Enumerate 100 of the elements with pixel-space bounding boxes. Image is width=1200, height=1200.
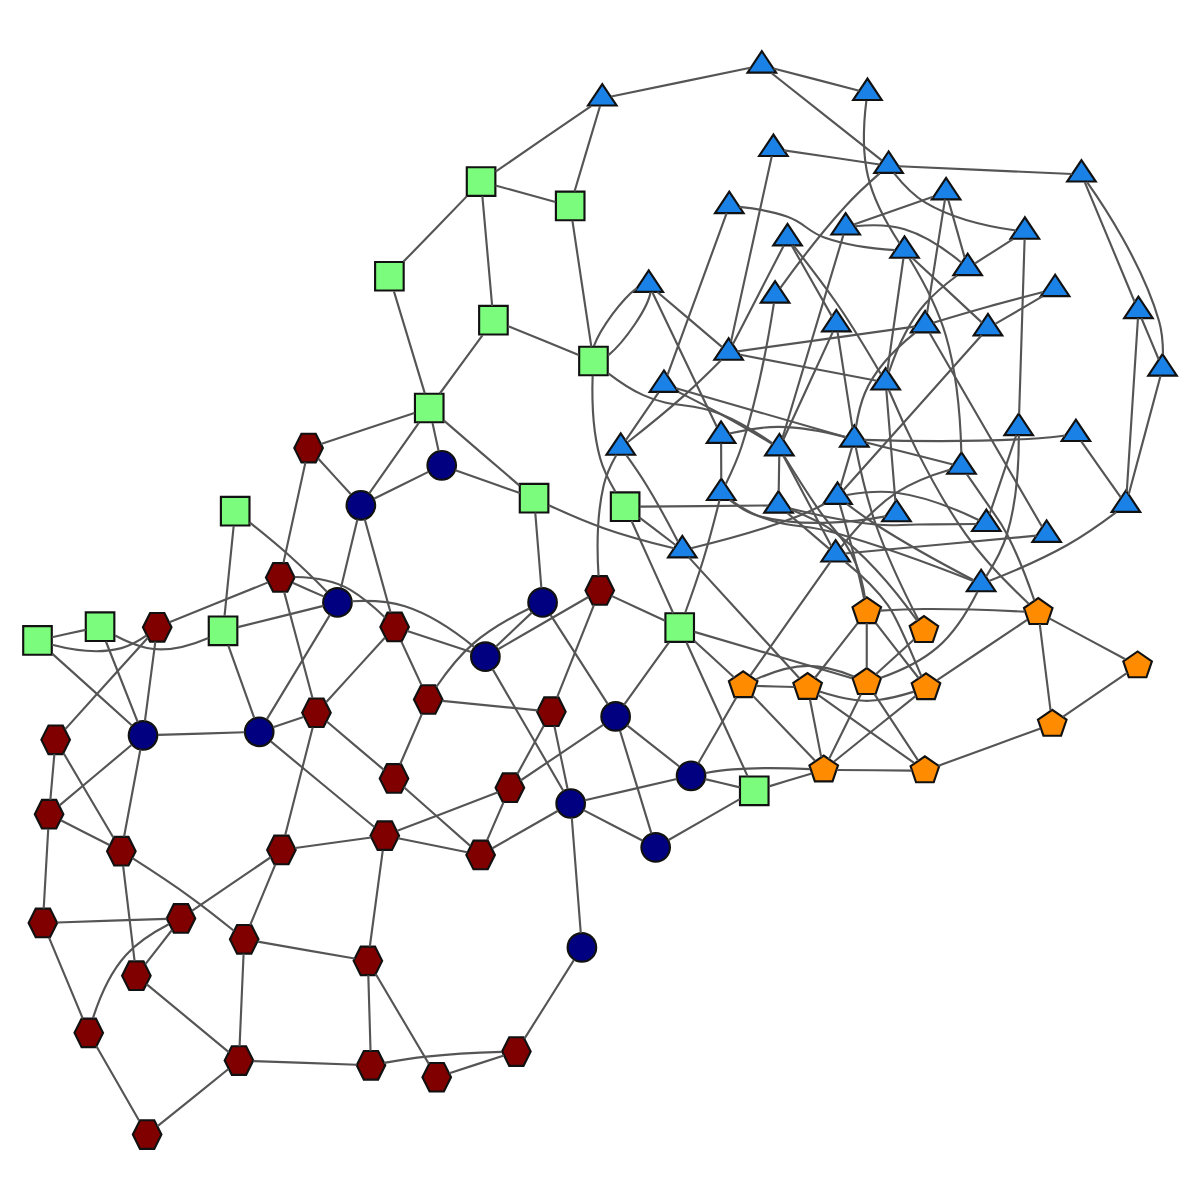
- node-hexagon: [369, 820, 401, 851]
- node-triangle: [1065, 158, 1098, 183]
- node-triangle: [971, 311, 1005, 337]
- connector: [630, 520, 675, 614]
- connector: [836, 331, 854, 428]
- node-hexagon: [379, 611, 411, 643]
- node-box: [22, 625, 53, 656]
- connector: [495, 184, 556, 203]
- connector: [556, 604, 595, 698]
- connector: [283, 591, 314, 699]
- node-hexagon: [27, 907, 59, 939]
- node-box: [518, 482, 550, 514]
- node-circle: [243, 716, 275, 748]
- connector: [553, 726, 569, 790]
- node-triangle: [851, 76, 884, 102]
- connector: [491, 809, 559, 850]
- node-hexagon: [264, 562, 296, 593]
- connector: [481, 195, 494, 306]
- node-triangle: [1008, 215, 1042, 240]
- connector: [368, 421, 420, 494]
- node-box: [738, 775, 770, 807]
- connector: [688, 556, 801, 680]
- node-hexagon: [120, 960, 152, 992]
- connector: [844, 534, 1037, 555]
- connector: [886, 258, 905, 371]
- connector: [396, 791, 499, 832]
- connector: [704, 778, 741, 789]
- node-circle: [322, 587, 353, 618]
- node-triangle: [1030, 518, 1063, 543]
- connector: [651, 291, 718, 428]
- connector: [783, 149, 880, 166]
- node-hexagon: [165, 903, 197, 934]
- connector: [122, 865, 136, 961]
- node-triangle: [821, 480, 854, 505]
- connector: [248, 521, 328, 593]
- node-box: [413, 392, 445, 424]
- connector: [253, 1060, 357, 1066]
- connector: [724, 302, 775, 485]
- node-triangle: [888, 234, 921, 259]
- connector: [749, 560, 832, 676]
- node-triangle: [762, 489, 795, 514]
- connector: [623, 641, 670, 706]
- connector: [865, 441, 954, 466]
- connector: [684, 499, 721, 614]
- node-pentagon: [851, 666, 883, 696]
- connector: [875, 622, 920, 679]
- connector: [782, 331, 834, 441]
- connector: [266, 614, 331, 720]
- connector: [697, 696, 738, 764]
- node-triangle: [666, 534, 699, 559]
- connector: [885, 389, 897, 502]
- connector: [936, 619, 1028, 682]
- connector: [752, 695, 816, 762]
- node-triangle: [908, 308, 942, 334]
- connector: [731, 245, 785, 345]
- node-triangle: [1146, 352, 1179, 377]
- node-triangle: [1122, 294, 1155, 320]
- connector: [626, 724, 680, 768]
- node-hexagon: [352, 945, 384, 977]
- connector: [893, 172, 1017, 232]
- connector: [392, 291, 426, 394]
- connector: [95, 1045, 140, 1121]
- node-hexagon: [223, 1045, 255, 1076]
- connector: [729, 499, 886, 524]
- node-hexagon: [131, 1119, 163, 1150]
- connector: [842, 334, 983, 492]
- node-hexagon: [535, 696, 567, 728]
- node-pentagon: [808, 754, 840, 783]
- connector: [846, 490, 980, 522]
- node-pentagon: [727, 670, 759, 699]
- connector: [739, 205, 896, 252]
- connector: [373, 470, 429, 500]
- connector: [591, 375, 617, 493]
- connector: [320, 411, 415, 445]
- connector: [497, 596, 589, 651]
- connector: [607, 291, 652, 357]
- connector: [402, 195, 468, 263]
- connector: [988, 511, 1117, 583]
- node-triangle: [704, 419, 738, 444]
- connector: [768, 772, 813, 788]
- node-hexagon: [265, 834, 297, 866]
- connector: [284, 727, 314, 836]
- connector: [91, 923, 170, 1019]
- connector: [947, 199, 966, 258]
- connector: [227, 645, 256, 719]
- node-hexagon: [355, 1049, 387, 1081]
- connector: [326, 720, 385, 771]
- connector: [406, 630, 472, 653]
- node-triangle: [713, 189, 746, 215]
- node-triangle: [586, 82, 619, 107]
- connector: [730, 499, 974, 582]
- node-triangle: [945, 450, 978, 475]
- connector: [790, 507, 977, 527]
- node-pentagon: [1122, 650, 1154, 679]
- connector: [678, 391, 773, 445]
- connector: [770, 72, 883, 162]
- connector: [114, 634, 209, 651]
- connector: [985, 435, 1020, 578]
- connector: [403, 786, 471, 847]
- connector: [520, 723, 605, 782]
